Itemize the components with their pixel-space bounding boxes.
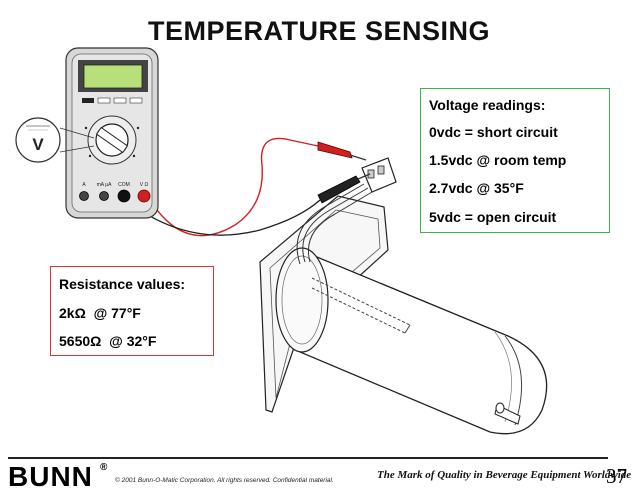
meter-display	[83, 64, 143, 89]
jack-v-ohm	[137, 189, 151, 203]
voltage-line: 5vdc = open circuit	[429, 209, 557, 225]
bunn-logo: BUNN	[8, 461, 93, 492]
probe-connector	[361, 157, 397, 193]
tank-assembly	[259, 195, 548, 435]
resistance-line: 2kΩ @ 77°F	[59, 305, 141, 321]
footer-divider	[8, 457, 608, 459]
multimeter: A mA μA COM V Ω	[65, 47, 159, 219]
probe-wires	[296, 183, 373, 265]
jack-label-com: COM	[118, 182, 130, 188]
voltage-line: 2.7vdc @ 35°F	[429, 180, 524, 196]
page-number: 37	[606, 464, 627, 488]
copyright-notice: © 2001 Bunn-O-Matic Corporation. All rig…	[115, 477, 334, 484]
dial-symbol-v: V	[32, 135, 44, 154]
footer-tagline: The Mark of Quality in Beverage Equipmen…	[377, 469, 632, 481]
jack-ma	[99, 191, 109, 201]
voltage-line: 1.5vdc @ room temp	[429, 152, 567, 168]
jack-label-v-ohm: V Ω	[140, 182, 149, 188]
voltage-line: 0vdc = short circuit	[429, 124, 558, 140]
red-lead-wire	[149, 137, 319, 237]
jack-label-ma: mA μA	[97, 182, 112, 188]
voltage-heading: Voltage readings:	[429, 97, 546, 113]
dial-magnifier: V	[15, 117, 95, 163]
test-leads	[129, 137, 371, 237]
jack-a	[79, 191, 89, 201]
jack-com	[117, 189, 131, 203]
resistance-values-box: Resistance values: 2kΩ @ 77°F 5650Ω @ 32…	[50, 266, 214, 356]
page-title: TEMPERATURE SENSING	[147, 16, 491, 46]
registered-mark: ®	[100, 462, 108, 473]
resistance-heading: Resistance values:	[59, 276, 186, 292]
black-probe	[317, 175, 361, 204]
voltage-readings-box: Voltage readings: 0vdc = short circuit 1…	[420, 88, 610, 233]
red-probe	[317, 141, 353, 159]
black-lead-wire	[129, 199, 321, 236]
tank-cylinder	[299, 249, 548, 435]
jack-label-a: A	[82, 182, 86, 188]
resistance-line: 5650Ω @ 32°F	[59, 333, 157, 349]
